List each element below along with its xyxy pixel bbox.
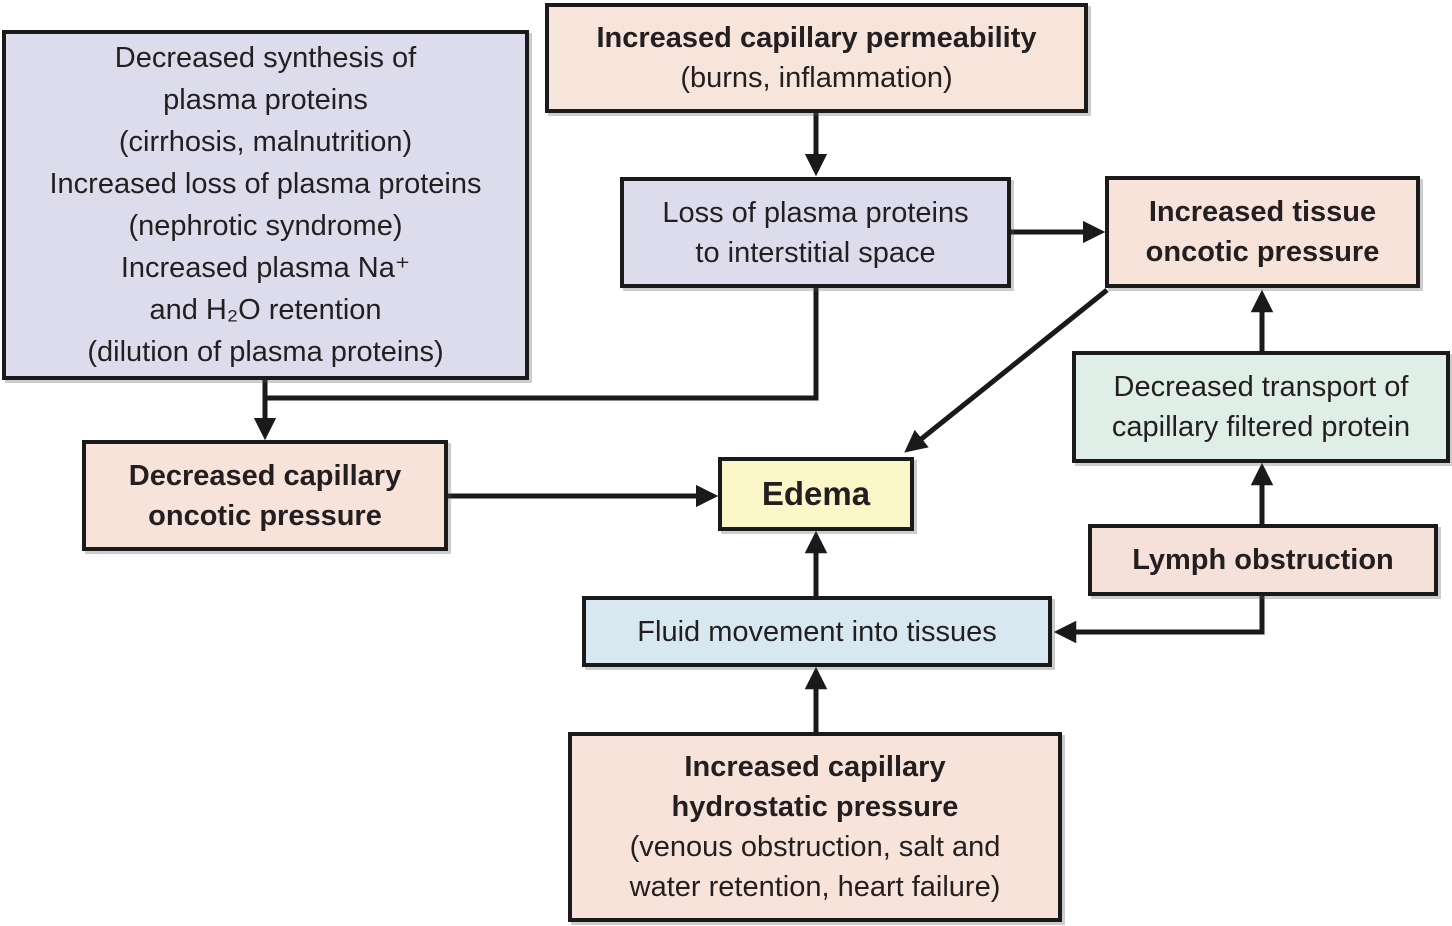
node-line: capillary filtered protein: [1111, 411, 1411, 443]
node-increased-capillary-permeability: Increased capillary permeability (burns,…: [545, 3, 1088, 113]
node-line: (venous obstruction, salt and: [629, 831, 1001, 863]
node-edema: Edema: [718, 457, 914, 531]
node-increased-tissue-oncotic-pressure: Increased tissue oncotic pressure: [1105, 176, 1420, 288]
node-loss-of-plasma-proteins: Loss of plasma proteins to interstitial …: [620, 177, 1011, 288]
node-line: (dilution of plasma proteins): [87, 336, 444, 368]
node-line: Increased tissue: [1148, 196, 1377, 228]
node-decreased-transport-of-protein: Decreased transport of capillary filtere…: [1072, 351, 1450, 463]
node-line: water retention, heart failure): [629, 871, 1001, 903]
node-line: hydrostatic pressure: [671, 791, 959, 823]
node-line: Increased capillary permeability: [596, 22, 1037, 54]
node-fluid-movement-into-tissues: Fluid movement into tissues: [582, 596, 1052, 667]
node-line: (nephrotic syndrome): [128, 210, 403, 242]
node-plasma-protein-causes: Decreased synthesis of plasma proteins (…: [2, 30, 529, 380]
node-line: to interstitial space: [695, 236, 936, 269]
node-line: oncotic pressure: [148, 499, 382, 532]
node-line: Edema: [761, 475, 871, 512]
node-line: Loss of plasma proteins: [662, 196, 969, 229]
node-line: (burns, inflammation): [680, 62, 953, 94]
node-line: (cirrhosis, malnutrition): [118, 126, 413, 158]
node-line: Increased capillary: [684, 751, 946, 783]
node-line: Fluid movement into tissues: [637, 615, 997, 648]
node-line: Increased plasma Na⁺: [120, 252, 411, 284]
node-line: Decreased capillary: [128, 459, 402, 492]
node-line: Increased loss of plasma proteins: [49, 168, 482, 200]
node-line: and H₂O retention: [149, 294, 382, 326]
node-increased-capillary-hydrostatic-pressure: Increased capillary hydrostatic pressure…: [568, 732, 1062, 922]
arrow-lymph-to-fluid-movement: [1053, 596, 1265, 644]
node-line: Decreased synthesis of: [114, 42, 417, 74]
node-line: oncotic pressure: [1145, 236, 1380, 268]
node-lymph-obstruction: Lymph obstruction: [1088, 524, 1438, 596]
node-line: Lymph obstruction: [1132, 544, 1394, 576]
node-decreased-capillary-oncotic-pressure: Decreased capillary oncotic pressure: [82, 440, 448, 551]
node-line: plasma proteins: [163, 84, 368, 116]
node-line: Decreased transport of: [1113, 371, 1409, 403]
